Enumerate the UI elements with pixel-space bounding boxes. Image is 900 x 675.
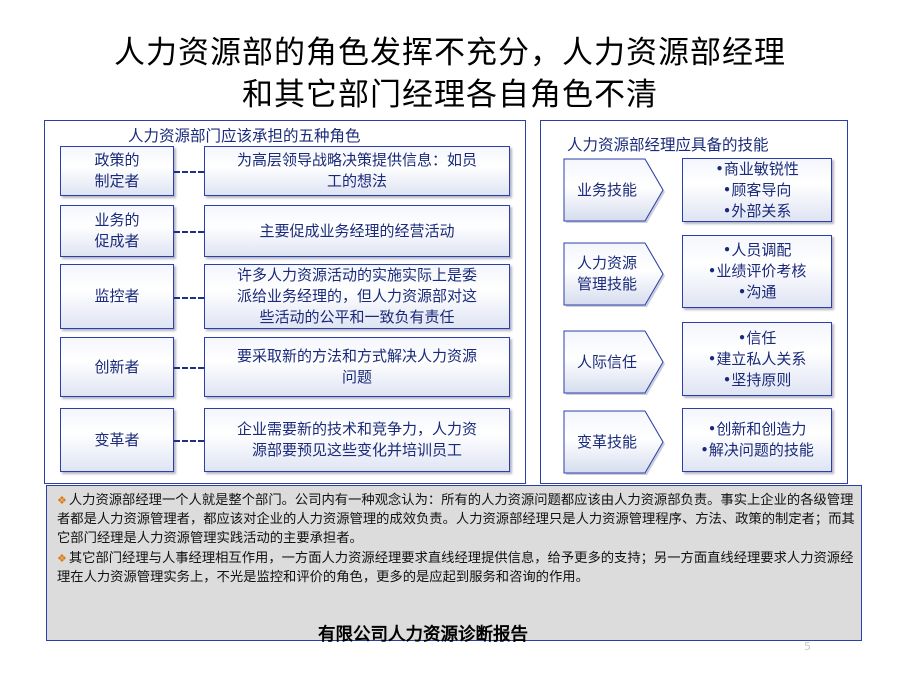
- role-name-box: 政策的制定者: [60, 146, 174, 196]
- skill-item: •解决问题的技能: [700, 441, 814, 459]
- note-text-2: 其它部门经理与人事经理相互作用，一方面人力资源经理要求直线经理提供信息，给予更多…: [57, 551, 854, 585]
- skill-item: •创新和创造力: [707, 420, 807, 438]
- role-description-box: 为高层领导战略决策提供信息：如员工的想法: [204, 146, 510, 196]
- page-number: 5: [804, 640, 811, 653]
- skill-item: •商业敏锐性: [715, 159, 799, 178]
- skill-category-chevron: 业务技能: [563, 158, 665, 223]
- skill-category-chevron: 人际信任: [563, 330, 665, 395]
- role-description-box: 许多人力资源活动的实施实际上是委派给业务经理的，但人力资源部对这些活动的公平和一…: [204, 264, 510, 329]
- skill-items-box: •创新和创造力 •解决问题的技能: [682, 408, 832, 472]
- diamond-bullet-icon: ❖: [57, 552, 67, 565]
- role-connector-line: [174, 171, 204, 173]
- note-text-1: 人力资源部经理一个人就是整个部门。公司内有一种观念认为：所有的人力资源问题都应该…: [57, 493, 855, 546]
- role-name-box: 变革者: [60, 408, 174, 472]
- skill-item: •业绩评价考核: [707, 262, 807, 280]
- role-connector-line: [174, 440, 204, 442]
- skill-category-label: 业务技能: [576, 180, 637, 199]
- skill-item: •信任: [737, 328, 777, 347]
- skill-category-label: 人际信任: [576, 352, 637, 371]
- chevron-arrow-icon: [563, 330, 665, 395]
- skills-panel-title: 人力资源部经理应具备的技能: [567, 136, 769, 154]
- skill-items-box: •信任 •建立私人关系 •坚持原则: [682, 322, 832, 396]
- role-connector-line: [174, 367, 204, 369]
- skill-items-box: •人员调配 •业绩评价考核 •沟通: [682, 235, 832, 308]
- skill-items-box: •商业敏锐性 •顾客导向 •外部关系: [682, 158, 832, 222]
- skill-item: •顾客导向: [722, 180, 792, 199]
- title-line-2: 和其它部门经理各自角色不清: [242, 77, 658, 113]
- chevron-arrow-icon: [563, 410, 665, 475]
- skill-item: •人员调配: [722, 241, 792, 259]
- skill-item: •沟通: [737, 283, 777, 301]
- role-description-box: 要采取新的方法和方式解决人力资源问题: [204, 337, 510, 397]
- skill-item: •坚持原则: [722, 370, 792, 389]
- skill-category-chevron: 人力资源管理技能: [563, 242, 665, 307]
- note-paragraph-1: ❖人力资源部经理一个人就是整个部门。公司内有一种观念认为：所有的人力资源问题都应…: [57, 491, 855, 548]
- slide-title: 人力资源部的角色发挥不充分，人力资源部经理 和其它部门经理各自角色不清: [0, 32, 900, 116]
- skill-category-label: 人力资源管理技能: [576, 254, 637, 293]
- roles-panel-title: 人力资源部门应该承担的五种角色: [128, 127, 361, 145]
- role-description-box: 主要促成业务经理的经营活动: [204, 205, 510, 257]
- role-description-box: 企业需要新的技术和竞争力，人力资源部要预见这些变化并培训员工: [204, 408, 510, 472]
- chevron-arrow-icon: [563, 158, 665, 223]
- chevron-arrow-icon: [563, 242, 665, 307]
- role-name-box: 监控者: [60, 264, 174, 329]
- role-name-box: 业务的促成者: [60, 205, 174, 257]
- explanation-note: ❖人力资源部经理一个人就是整个部门。公司内有一种观念认为：所有的人力资源问题都应…: [46, 485, 862, 641]
- footer-report-title: 有限公司人力资源诊断报告: [318, 625, 528, 645]
- skill-category-label: 变革技能: [576, 432, 637, 451]
- skill-category-chevron: 变革技能: [563, 410, 665, 475]
- note-paragraph-2: ❖其它部门经理与人事经理相互作用，一方面人力资源经理要求直线经理提供信息，给予更…: [57, 549, 855, 587]
- skill-item: •建立私人关系: [707, 349, 807, 368]
- title-line-1: 人力资源部的角色发挥不充分，人力资源部经理: [114, 35, 786, 71]
- role-name-box: 创新者: [60, 337, 174, 397]
- skill-item: •外部关系: [722, 201, 792, 220]
- diamond-bullet-icon: ❖: [57, 494, 67, 507]
- role-connector-line: [174, 296, 204, 299]
- role-connector-line: [174, 231, 204, 233]
